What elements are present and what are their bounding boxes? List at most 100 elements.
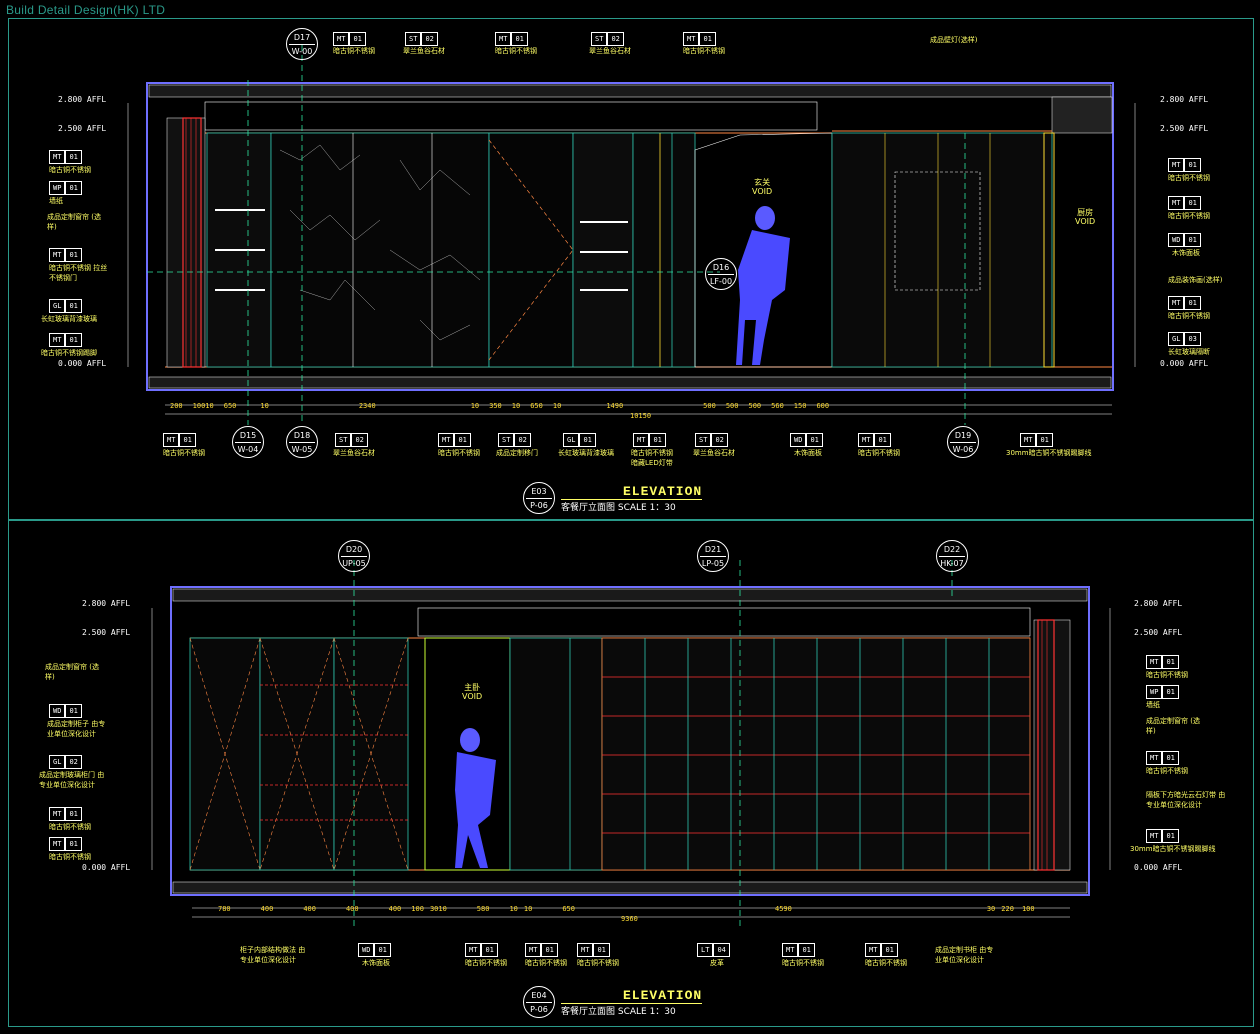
e03-top-tag-3-caption: 暗古铜不锈钢 [495, 47, 537, 55]
e04-bottom-tag-5-caption: 暗古铜不锈钢 [577, 959, 619, 967]
e03-bottom-tag-4-caption: 成品定制移门 [496, 449, 538, 457]
e04-left-tag-1-caption: 成品定制窗帘 (选样) [45, 663, 99, 681]
e03-left-tag-5-caption: 长虹玻璃背漆玻璃 [41, 315, 97, 323]
e04-level-right-3: 0.000 AFFL [1134, 863, 1183, 872]
e03-left-tag-3-caption: 成品定制窗帘 (选样) [47, 213, 101, 231]
e03-bottom-tag-10-caption: 30mm暗古铜不锈钢踢脚线 [1006, 449, 1092, 457]
person-silhouette-e03 [736, 206, 790, 365]
e03-right-tag-1-caption: 暗古铜不锈钢 [1168, 174, 1210, 182]
e04-heading: ELEVATION [623, 987, 703, 1003]
e04-level-left-2: 2.500 AFFL [82, 628, 131, 637]
e04-bottom-tag-6-caption: 皮革 [710, 959, 724, 967]
e03-level-left-1: 2.800 AFFL [58, 95, 107, 104]
e03-bottom-tag-5-caption: 长虹玻璃背漆玻璃 [558, 449, 614, 457]
e04-drawing [151, 560, 1111, 930]
e04-bottom-tag-7-caption: 暗古铜不锈钢 [782, 959, 824, 967]
e03-drawing [127, 45, 1136, 425]
e04-bottom-tag-4-caption: 暗古铜不锈钢 [525, 959, 567, 967]
e04-bottom-tag-3-caption: 暗古铜不锈钢 [465, 959, 507, 967]
e03-bottom-tag-2-caption: 翠兰鱼谷石材 [333, 449, 375, 457]
e04-right-tag-2-caption: 墙纸 [1146, 701, 1160, 709]
e03-bottom-tag-8-caption: 木饰面板 [794, 449, 822, 457]
e03-left-tag-4-caption: 暗古铜不锈钢 拉丝不锈钢门 [49, 264, 108, 282]
e03-top-tag-5-caption: 暗古铜不锈钢 [683, 47, 725, 55]
e03-level-right-2: 2.500 AFFL [1160, 124, 1209, 133]
e04-bottom-tag-2-caption: 木饰面板 [362, 959, 390, 967]
company-watermark: Build Detail Design(HK) LTD [6, 3, 166, 17]
e04-level-left-3: 0.000 AFFL [82, 863, 131, 872]
e03-level-left-2: 2.500 AFFL [58, 124, 107, 133]
e04-bottom-tag-1-caption: 柜子内部结构做法 由专业单位深化设计 [240, 946, 306, 964]
e03-subtitle: 客餐厅立面图 SCALE 1：30 [561, 498, 703, 513]
e03-top-right-note: 成品壁灯(选样) [930, 36, 978, 44]
e04-right-tag-4-caption: 暗古铜不锈钢 [1146, 767, 1188, 775]
e04-right-tag-5-caption: 隔板下方暗光云石灯带 由专业单位深化设计 [1146, 791, 1226, 809]
e04-bottom-tag-9-caption: 成品定制书柜 由专业单位深化设计 [935, 946, 994, 964]
e04-subtitle: 客餐厅立面图 SCALE 1：30 [561, 1002, 703, 1017]
e03-bottom-tag-7-caption: 翠兰鱼谷石材 [693, 449, 735, 457]
e04-level-right-2: 2.500 AFFL [1134, 628, 1183, 637]
e04-right-tag-3-caption: 成品定制窗帘 (选样) [1146, 717, 1200, 735]
e04-left-tag-5-caption: 暗古铜不锈钢 [49, 853, 91, 861]
e03-left-tag-1-caption: 暗古铜不锈钢 [49, 166, 91, 174]
person-silhouette-e04 [455, 728, 496, 868]
e04-left-tag-2-caption: 成品定制柜子 由专业单位深化设计 [47, 720, 106, 738]
e03-overall-dim: 10150 [630, 412, 652, 420]
e03-right-tag-4-caption: 成品装饰画(选样) [1168, 276, 1223, 284]
e03-right-tag-3-caption: 木饰面板 [1172, 249, 1200, 257]
e03-left-tag-2-caption: 墙纸 [49, 197, 63, 205]
e04-frame [8, 520, 1254, 1027]
e03-bottom-tag-1-caption: 暗古铜不锈钢 [163, 449, 205, 457]
e03-heading: ELEVATION [623, 483, 703, 499]
e03-left-tag-6-caption: 暗古铜不锈钢踢脚 [41, 349, 97, 357]
e04-overall-dim: 9360 [621, 915, 638, 923]
e03-frame [8, 18, 1254, 520]
e03-top-tag-2-caption: 翠兰鱼谷石材 [403, 47, 445, 55]
e03-level-right-1: 2.800 AFFL [1160, 95, 1209, 104]
e03-level-right-3: 0.000 AFFL [1160, 359, 1209, 368]
e04-right-tag-1-caption: 暗古铜不锈钢 [1146, 671, 1188, 679]
e03-top-tag-1-caption: 暗古铜不锈钢 [333, 47, 375, 55]
